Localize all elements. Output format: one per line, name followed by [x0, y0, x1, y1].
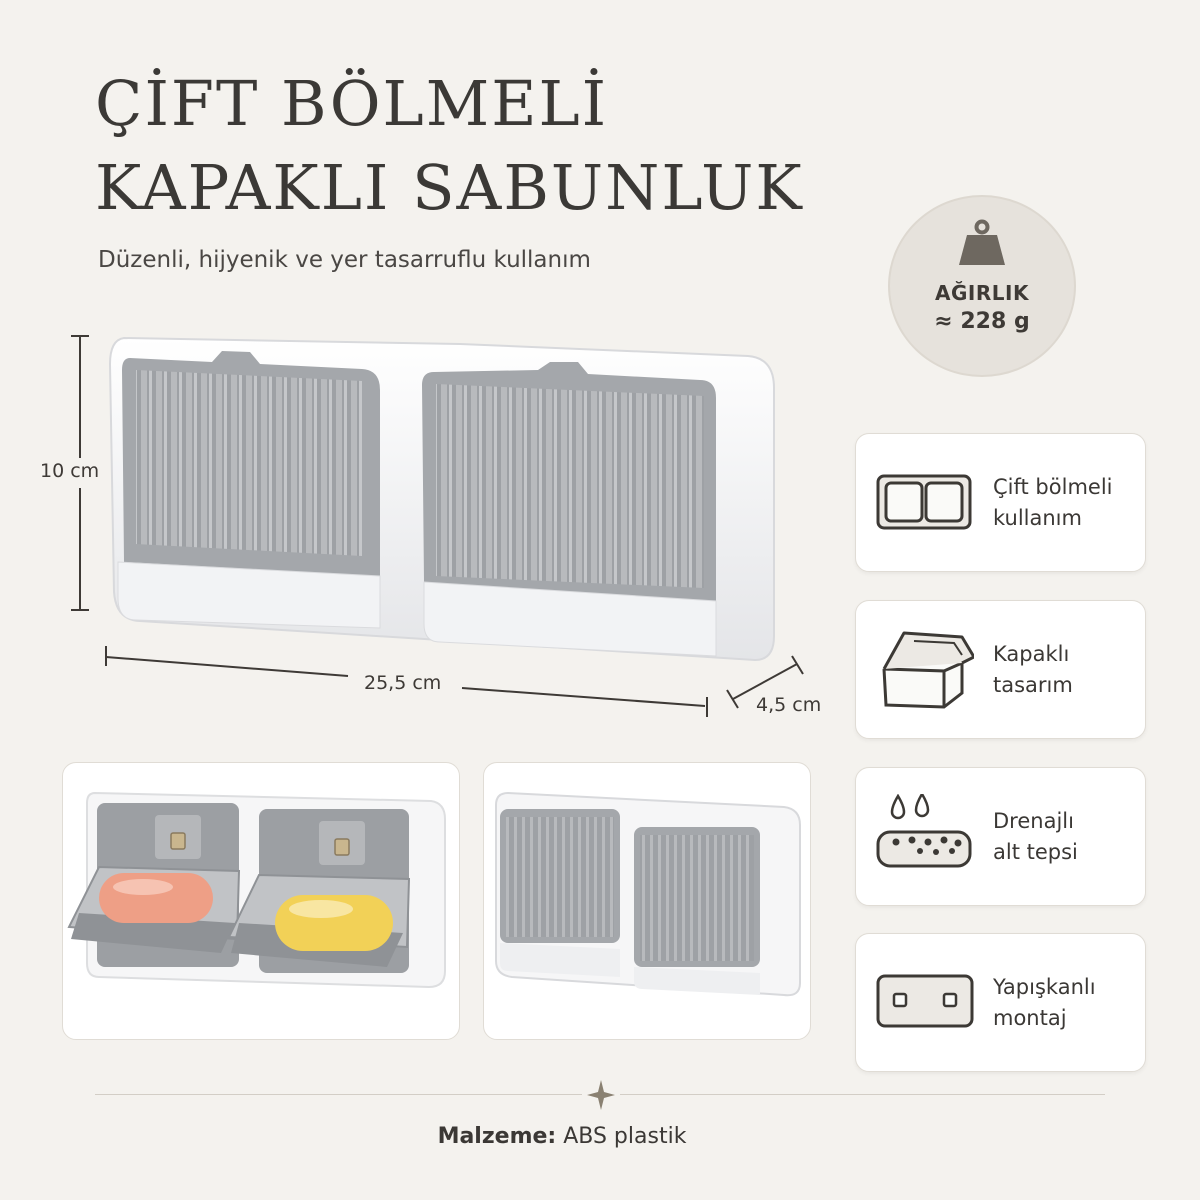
title-line-1: ÇİFT BÖLMELİ	[95, 67, 609, 140]
sparkle-icon	[587, 1080, 615, 1110]
feature-line-1: Drenajlı	[993, 809, 1074, 833]
feature-line-1: Çift bölmeli	[993, 475, 1113, 499]
width-label: 25,5 cm	[364, 672, 442, 694]
feature-line-2: tasarım	[993, 673, 1073, 697]
adhesive-mount-icon	[876, 974, 974, 1028]
material-info: Malzeme: ABS plastik	[0, 1124, 1124, 1149]
material-value: ABS plastik	[563, 1124, 687, 1149]
photo-open-compartments	[62, 762, 460, 1040]
feature-line-1: Kapaklı	[993, 642, 1070, 666]
feature-card-lid: Kapaklı tasarım	[855, 600, 1146, 739]
feature-card-drain: Drenajlı alt tepsi	[855, 767, 1146, 906]
feature-card-double-compartment: Çift bölmeli kullanım	[855, 433, 1146, 572]
product-image-side	[495, 791, 801, 997]
photo-closed-product	[483, 762, 811, 1040]
weight-value: ≈ 228 g	[934, 309, 1030, 334]
feature-text: Drenajlı alt tepsi	[993, 806, 1078, 868]
double-compartment-icon	[876, 474, 972, 530]
product-image-front	[108, 336, 775, 662]
divider-left	[95, 1094, 582, 1095]
drain-tray-icon	[876, 794, 972, 868]
feature-line-1: Yapışkanlı	[993, 975, 1096, 999]
page-title: ÇİFT BÖLMELİ KAPAKLI SABUNLUK	[95, 62, 804, 230]
feature-text: Yapışkanlı montaj	[993, 972, 1096, 1034]
divider-right	[620, 1094, 1105, 1095]
feature-line-2: kullanım	[993, 506, 1082, 530]
feature-text: Kapaklı tasarım	[993, 639, 1073, 701]
feature-card-adhesive: Yapışkanlı montaj	[855, 933, 1146, 1072]
lidded-box-icon	[882, 631, 974, 709]
height-label: 10 cm	[40, 460, 100, 482]
weight-icon	[959, 219, 1005, 265]
feature-line-2: montaj	[993, 1006, 1067, 1030]
material-label: Malzeme:	[437, 1124, 557, 1149]
product-image-open	[67, 791, 446, 989]
weight-badge: AĞIRLIK ≈ 228 g	[888, 195, 1076, 377]
feature-text: Çift bölmeli kullanım	[993, 472, 1113, 534]
title-line-2: KAPAKLI SABUNLUK	[95, 151, 804, 224]
feature-line-2: alt tepsi	[993, 840, 1078, 864]
dimension-lines	[71, 335, 804, 717]
subtitle: Düzenli, hijyenik ve yer tasarruflu kull…	[98, 247, 591, 273]
weight-label: AĞIRLIK	[935, 281, 1029, 305]
depth-label: 4,5 cm	[756, 694, 822, 716]
